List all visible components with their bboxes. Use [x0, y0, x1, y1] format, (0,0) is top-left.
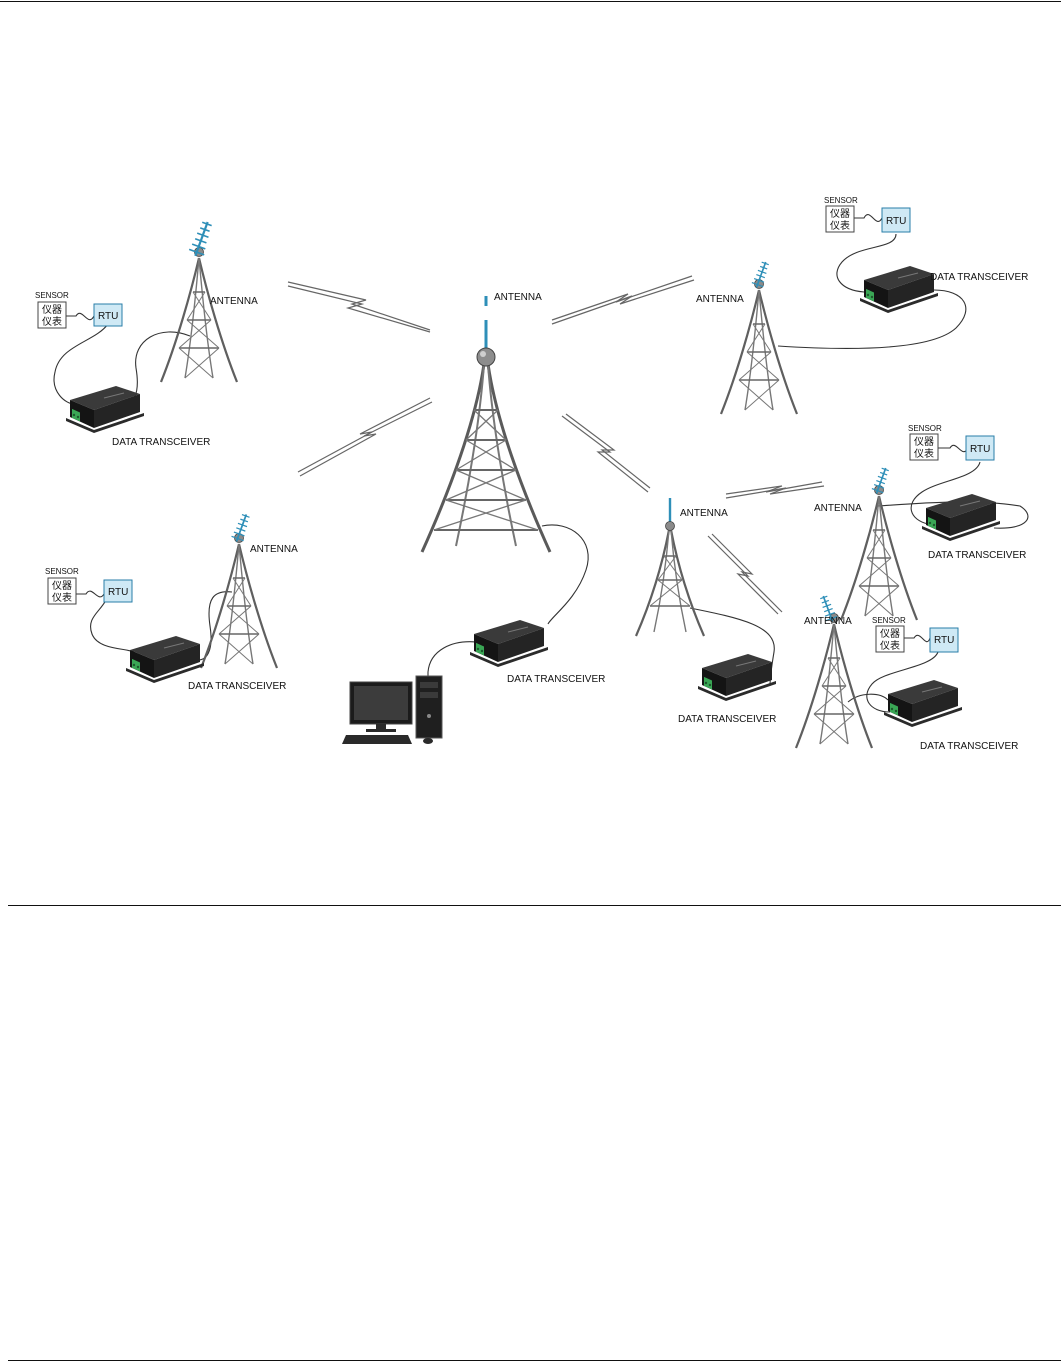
- radio-link-mid-left: [298, 398, 432, 476]
- data-transceiver-relay: [698, 654, 776, 701]
- sensor-label-bottom-right: SENSOR: [872, 616, 906, 625]
- instrument-line2-right-middle: 仪表: [914, 447, 934, 460]
- antenna-label-relay: ANTENNA: [680, 508, 728, 519]
- antenna-label-bottom-left: ANTENNA: [250, 544, 298, 555]
- instrument-line1-right-middle: 仪器: [914, 436, 934, 448]
- sensor-label-right-middle: SENSOR: [908, 424, 942, 433]
- data-transceiver-label-top-right: DATA TRANSCEIVER: [930, 272, 1028, 283]
- radio-link-relay-right: [726, 482, 824, 498]
- central-tower: [422, 296, 550, 552]
- data-transceiver-label-right-middle: DATA TRANSCEIVER: [928, 550, 1026, 561]
- rtu-label-right-middle: RTU: [970, 444, 990, 455]
- data-transceiver-label-bottom-left: DATA TRANSCEIVER: [188, 681, 286, 692]
- antenna-label-top-right: ANTENNA: [696, 294, 744, 305]
- instrument-line1-top-right: 仪器: [830, 208, 850, 220]
- section-rule: [8, 905, 1061, 906]
- instrument-line2-top-left: 仪表: [42, 315, 62, 328]
- sensor-label-top-left: SENSOR: [35, 291, 69, 300]
- tower-right-middle: [841, 466, 917, 620]
- wireless-network-diagram: ANTENNA DATA TRANSCEIVER ANTENNA SENSOR …: [0, 0, 1061, 900]
- sensor-label-bottom-left: SENSOR: [45, 567, 79, 576]
- data-transceiver-top-left: [66, 386, 144, 433]
- computer: [342, 676, 442, 744]
- tower-bottom-left: [201, 512, 277, 668]
- radio-link-top-left: [288, 282, 430, 332]
- radio-link-top-right: [552, 276, 694, 324]
- sensor-label-top-right: SENSOR: [824, 196, 858, 205]
- data-transceiver-bottom-left: [126, 636, 204, 683]
- data-transceiver-label-relay: DATA TRANSCEIVER: [678, 714, 776, 725]
- antenna-label-right-middle: ANTENNA: [814, 503, 862, 514]
- rtu-label-top-right: RTU: [886, 216, 906, 227]
- radio-link-center-right: [562, 414, 650, 492]
- instrument-line1-bottom-left: 仪器: [52, 580, 72, 592]
- data-transceiver-bottom-right: [884, 680, 962, 727]
- rtu-label-top-left: RTU: [98, 311, 118, 322]
- data-transceiver-right-middle: [922, 494, 1000, 541]
- antenna-label-top-left: ANTENNA: [210, 296, 258, 307]
- rtu-label-bottom-right: RTU: [934, 635, 954, 646]
- instrument-line1-bottom-right: 仪器: [880, 628, 900, 640]
- instrument-line2-top-right: 仪表: [830, 219, 850, 232]
- rtu-label-bottom-left: RTU: [108, 587, 128, 598]
- central-data-transceiver: [470, 620, 548, 667]
- instrument-line2-bottom-left: 仪表: [52, 591, 72, 604]
- bottom-rule: [8, 1360, 1061, 1361]
- central-antenna-label: ANTENNA: [494, 292, 542, 303]
- data-transceiver-label-top-left: DATA TRANSCEIVER: [112, 437, 210, 448]
- data-transceiver-top-right: [860, 266, 938, 313]
- instrument-line1-top-left: 仪器: [42, 304, 62, 316]
- tower-top-right: [721, 260, 797, 414]
- data-transceiver-label-bottom-right: DATA TRANSCEIVER: [920, 741, 1018, 752]
- instrument-line2-bottom-right: 仪表: [880, 639, 900, 652]
- radio-link-relay-bottom: [708, 534, 782, 614]
- central-data-transceiver-label: DATA TRANSCEIVER: [507, 674, 605, 685]
- antenna-label-bottom-right: ANTENNA: [804, 616, 852, 627]
